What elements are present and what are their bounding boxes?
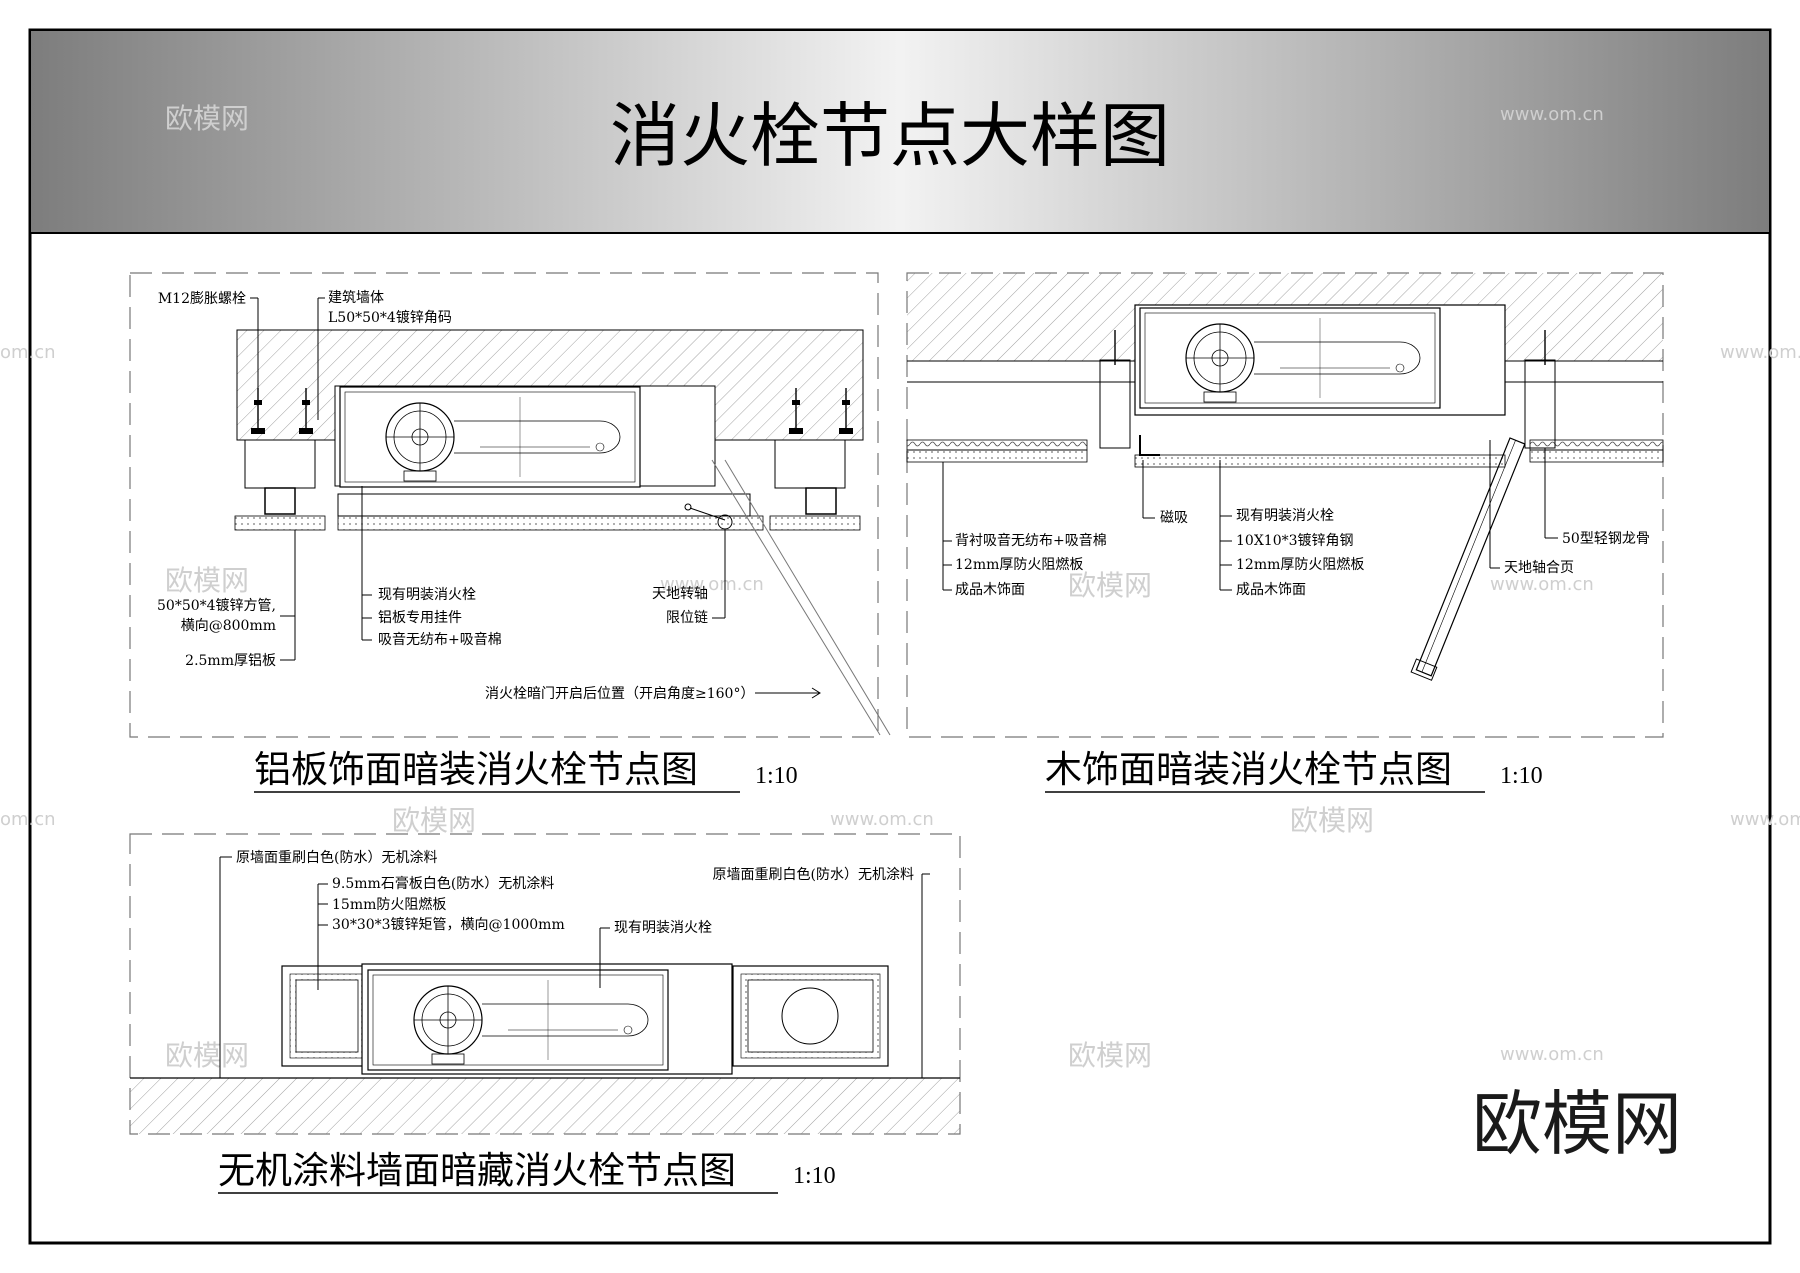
detail-aluminium: M12膨胀螺栓 建筑墙体 L50*50*4镀锌角码 50*50*4镀锌方管, 横…	[129, 272, 891, 738]
label-angle: L50*50*4镀锌角码	[328, 309, 452, 326]
label-hydrant-b: 现有明装消火栓	[1236, 508, 1334, 524]
label-backing: 背衬吸音无纺布+吸音棉	[955, 532, 1107, 549]
detail-b-title: 木饰面暗装消火栓节点图	[1045, 748, 1452, 791]
detail-c-title: 无机涂料墙面暗藏消火栓节点图	[218, 1149, 736, 1192]
svg-text:www.om.cn: www.om.cn	[660, 574, 764, 595]
label-orig-left: 原墙面重刷白色(防水）无机涂料	[236, 849, 437, 866]
sheet-title: 消火栓节点大样图	[610, 95, 1170, 177]
label-board15: 15mm防火阻燃板	[332, 896, 446, 913]
hydrant-a	[339, 386, 641, 488]
label-board12: 12mm厚防火阻燃板	[955, 556, 1083, 573]
detail-coating: 原墙面重刷白色(防水）无机涂料 9.5mm石膏板白色(防水）无机涂料 15mm防…	[129, 833, 961, 1135]
svg-text:www.om.cn: www.om.cn	[1500, 1044, 1604, 1065]
watermark-logo: 欧模网	[1472, 1083, 1682, 1165]
label-wood: 成品木饰面	[955, 582, 1025, 598]
svg-text:www.om.cn: www.om.cn	[830, 809, 934, 830]
label-keel: 50型轻钢龙骨	[1562, 531, 1650, 547]
detail-b-frame	[906, 272, 1664, 738]
label-door-open: 消火栓暗门开启后位置（开启角度≥160°）	[485, 686, 754, 702]
label-magnet: 磁吸	[1160, 510, 1188, 526]
label-tube: 50*50*4镀锌方管,	[157, 597, 276, 614]
watermark-layer: 欧模网 www.om.cn om.cn 欧模网 www.om.cn 欧模网 ww…	[0, 102, 1800, 1072]
label-angle-b: 10X10*3镀锌角钢	[1236, 532, 1354, 549]
label-wall: 建筑墙体	[328, 290, 384, 306]
detail-a-frame	[129, 272, 879, 738]
svg-text:欧模网: 欧模网	[165, 564, 249, 597]
svg-text:欧模网: 欧模网	[165, 1039, 249, 1072]
svg-text:om.cn: om.cn	[0, 342, 56, 363]
svg-text:www.om.cn: www.om.cn	[1730, 809, 1800, 830]
svg-text:欧模网: 欧模网	[392, 804, 476, 837]
label-acoustic: 吸音无纺布+吸音棉	[378, 631, 502, 648]
svg-text:欧模网: 欧模网	[1068, 569, 1152, 602]
label-tube-spacing: 横向@800mm	[181, 618, 276, 634]
label-wood-b: 成品木饰面	[1236, 582, 1306, 598]
label-hinge: 天地轴合页	[1504, 560, 1574, 576]
svg-text:欧模网: 欧模网	[165, 102, 249, 135]
label-orig-right: 原墙面重刷白色(防水）无机涂料	[713, 866, 914, 883]
label-gypsum: 9.5mm石膏板白色(防水）无机涂料	[332, 875, 554, 892]
svg-text:欧模网: 欧模网	[1068, 1039, 1152, 1072]
svg-text:欧模网: 欧模网	[1290, 804, 1374, 837]
title-band	[31, 31, 1769, 233]
label-hanger: 铝板专用挂件	[378, 610, 462, 626]
label-panel: 2.5mm厚铝板	[185, 653, 276, 669]
label-board12b: 12mm厚防火阻燃板	[1236, 556, 1364, 573]
svg-text:om.cn: om.cn	[0, 809, 56, 830]
detail-a-title: 铝板饰面暗装消火栓节点图	[254, 748, 698, 791]
label-bolt: M12膨胀螺栓	[158, 290, 246, 307]
detail-wood: 背衬吸音无纺布+吸音棉 12mm厚防火阻燃板 成品木饰面 磁吸 现有明装消火栓 …	[906, 272, 1664, 738]
label-tube-c: 30*30*3镀锌矩管，横向@1000mm	[332, 916, 565, 933]
detail-b-scale: 1:10	[1500, 763, 1543, 789]
label-hydrant-c: 现有明装消火栓	[614, 920, 712, 936]
svg-text:www.om.cn: www.om.cn	[1720, 342, 1800, 363]
svg-text:www.om.cn: www.om.cn	[1490, 574, 1594, 595]
label-hydrant-a: 现有明装消火栓	[378, 587, 476, 603]
label-pivot: 天地转轴	[652, 586, 708, 602]
detail-c-scale: 1:10	[793, 1163, 836, 1189]
detail-a-scale: 1:10	[755, 763, 798, 789]
svg-text:www.om.cn: www.om.cn	[1500, 104, 1604, 125]
hydrant-c	[367, 969, 669, 1071]
hydrant-b	[1139, 307, 1441, 409]
label-chain: 限位链	[666, 610, 708, 626]
